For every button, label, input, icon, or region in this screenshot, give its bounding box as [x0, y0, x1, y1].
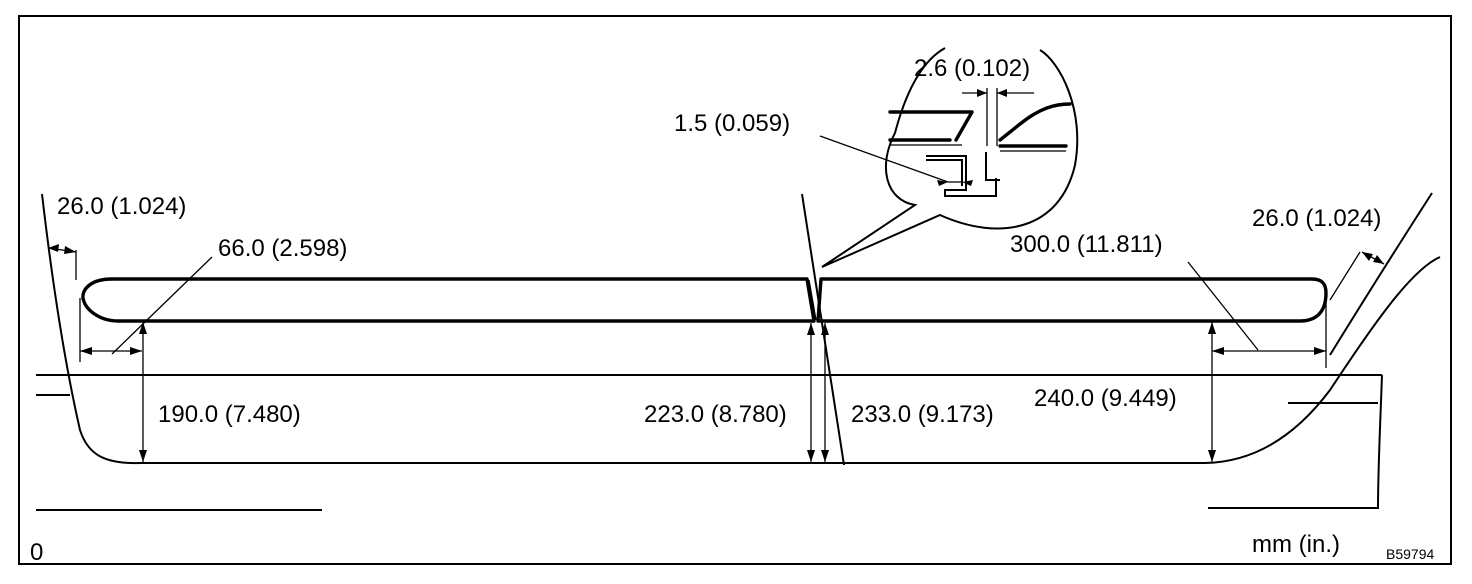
label-left-end-offset: 26.0 (1.024)	[57, 193, 186, 220]
detail-clip-section	[819, 88, 1072, 197]
label-joint-height-right: 233.0 (9.173)	[851, 401, 994, 428]
label-right-height: 240.0 (9.449)	[1034, 385, 1177, 412]
dimension-right-height	[1208, 322, 1216, 462]
label-detail-clip: 1.5 (0.059)	[674, 110, 790, 137]
label-right-end-offset: 26.0 (1.024)	[1252, 205, 1381, 232]
label-left-corner: 66.0 (2.598)	[218, 235, 347, 262]
units-label: mm (in.)	[1252, 531, 1340, 558]
detail-callout	[821, 47, 1079, 268]
label-right-corner: 300.0 (11.811)	[1010, 231, 1163, 258]
figure-frame	[18, 15, 1452, 565]
dimension-right-end-offset	[1329, 251, 1385, 301]
label-joint-height-left: 223.0 (8.780)	[644, 401, 787, 428]
figure-code: B59794	[1386, 546, 1434, 562]
dimension-joint-heights	[807, 323, 829, 462]
label-left-height: 190.0 (7.480)	[158, 401, 301, 428]
dimension-right-corner	[1187, 261, 1327, 368]
left-moulding	[81, 277, 816, 323]
dimension-left-height	[139, 322, 147, 462]
right-moulding	[816, 277, 1328, 323]
dimension-left-end-offset	[47, 244, 77, 280]
corner-mark: 0	[30, 539, 43, 566]
vehicle-body-outline	[36, 192, 1441, 511]
label-detail-gap: 2.6 (0.102)	[914, 55, 1030, 82]
dimension-left-corner	[79, 256, 213, 362]
